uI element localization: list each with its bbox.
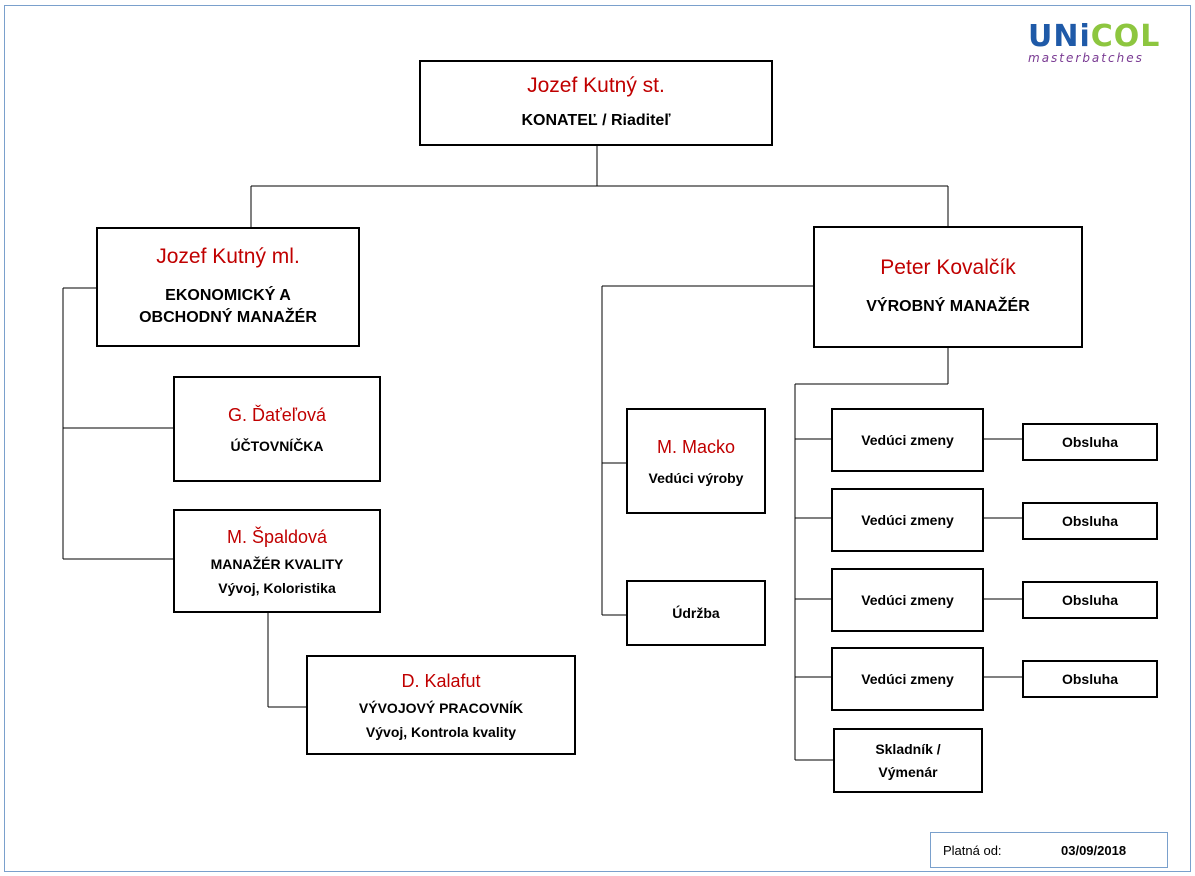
node-shift-lead-1: Vedúci zmeny xyxy=(831,408,984,472)
node-production-lead: M. Macko Vedúci výroby xyxy=(626,408,766,514)
node-maintenance: Údržba xyxy=(626,580,766,646)
node-accountant: G. Ďaťeľová ÚČTOVNÍČKA xyxy=(173,376,381,482)
unicol-logo: UNiCOL masterbatches xyxy=(1028,22,1178,72)
production-manager-role: VÝROBNÝ MANAŽÉR xyxy=(866,298,1030,316)
operator-1-role: Obsluha xyxy=(1061,434,1118,450)
quality-manager-sub: Vývoj, Koloristika xyxy=(218,579,336,596)
validity-date: 03/09/2018 xyxy=(1061,842,1127,858)
validity-label: Platná od: xyxy=(943,842,1002,858)
ceo-role: KONATEĽ / Riaditeľ xyxy=(521,112,671,130)
shift-lead-3-role: Vedúci zmeny xyxy=(861,592,954,608)
logo-brand: UNiCOL xyxy=(1028,22,1178,52)
operator-3-role: Obsluha xyxy=(1061,592,1118,608)
node-operator-2: Obsluha xyxy=(1022,502,1158,540)
production-lead-role: Vedúci výroby xyxy=(648,469,744,486)
node-operator-3: Obsluha xyxy=(1022,581,1158,619)
economic-manager-role: EKONOMICKÝ A OBCHODNÝ MANAŽÉR xyxy=(139,285,317,328)
logo-brand-part1: UNi xyxy=(1028,19,1091,54)
economic-manager-role-line2: OBCHODNÝ MANAŽÉR xyxy=(139,309,317,326)
developer-sub: Vývoj, Kontrola kvality xyxy=(365,723,517,740)
node-operator-4: Obsluha xyxy=(1022,660,1158,698)
shift-lead-2-role: Vedúci zmeny xyxy=(861,512,954,528)
warehouse-line2: Výmenár xyxy=(878,763,938,780)
ceo-name: Jozef Kutný st. xyxy=(527,74,665,98)
logo-tagline: masterbatches xyxy=(1028,51,1144,65)
economic-manager-name: Jozef Kutný ml. xyxy=(156,245,300,269)
node-economic-manager: Jozef Kutný ml. EKONOMICKÝ A OBCHODNÝ MA… xyxy=(96,227,360,347)
node-shift-lead-3: Vedúci zmeny xyxy=(831,568,984,632)
production-manager-name: Peter Kovalčík xyxy=(880,256,1016,280)
shift-lead-1-role: Vedúci zmeny xyxy=(861,432,954,448)
node-warehouse: Skladník / Výmenár xyxy=(833,728,983,793)
economic-manager-role-line1: EKONOMICKÝ A xyxy=(165,287,291,305)
quality-manager-role: MANAŽÉR KVALITY xyxy=(210,555,344,572)
production-lead-name: M. Macko xyxy=(656,436,735,457)
node-operator-1: Obsluha xyxy=(1022,423,1158,461)
accountant-name: G. Ďaťeľová xyxy=(227,404,327,425)
accountant-role: ÚČTOVNÍČKA xyxy=(230,437,324,454)
shift-lead-4-role: Vedúci zmeny xyxy=(861,671,954,687)
node-shift-lead-2: Vedúci zmeny xyxy=(831,488,984,552)
page-frame xyxy=(4,5,1191,872)
logo-brand-part2: COL xyxy=(1090,19,1161,54)
maintenance-role: Údržba xyxy=(672,605,720,621)
validity-box: Platná od: 03/09/2018 xyxy=(930,832,1168,868)
operator-4-role: Obsluha xyxy=(1061,671,1118,687)
node-shift-lead-4: Vedúci zmeny xyxy=(831,647,984,711)
node-quality-manager: M. Špaldová MANAŽÉR KVALITY Vývoj, Kolor… xyxy=(173,509,381,613)
developer-name: D. Kalafut xyxy=(401,670,481,691)
developer-role: VÝVOJOVÝ PRACOVNÍK xyxy=(358,699,524,716)
node-developer: D. Kalafut VÝVOJOVÝ PRACOVNÍK Vývoj, Kon… xyxy=(306,655,576,755)
node-production-manager: Peter Kovalčík VÝROBNÝ MANAŽÉR xyxy=(813,226,1083,348)
warehouse-line1: Skladník / xyxy=(875,741,941,758)
quality-manager-name: M. Špaldová xyxy=(226,526,328,547)
node-ceo: Jozef Kutný st. KONATEĽ / Riaditeľ xyxy=(419,60,773,146)
operator-2-role: Obsluha xyxy=(1061,513,1118,529)
